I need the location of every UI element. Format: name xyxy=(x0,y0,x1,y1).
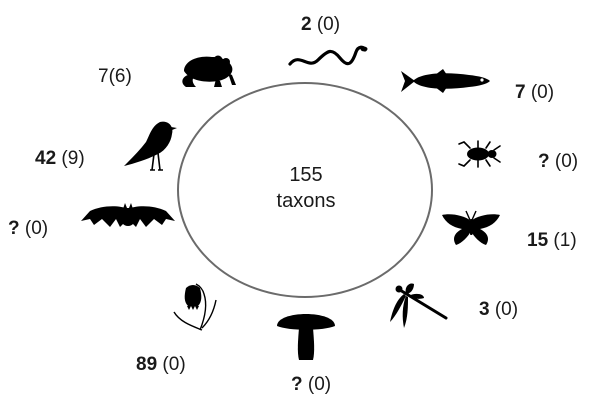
mushroom-icon xyxy=(275,304,337,364)
mushroom-label: ? (0) xyxy=(291,374,332,395)
fish-label: 7 (0) xyxy=(515,82,555,103)
dragonfly-label: 3 (0) xyxy=(479,299,519,320)
total-taxa-count: 155 xyxy=(289,164,323,186)
bat-icon xyxy=(80,203,176,233)
bat-label: ? (0) xyxy=(8,218,49,239)
flower-icon xyxy=(170,278,220,334)
total-taxa-label: taxons xyxy=(276,190,336,212)
fish-icon xyxy=(399,66,491,96)
bird-icon xyxy=(122,116,178,174)
dragonfly-icon xyxy=(388,282,450,332)
center-circle xyxy=(177,82,433,298)
beetle-label: ? (0) xyxy=(538,151,579,172)
flower-label: 89 (0) xyxy=(136,354,186,375)
frog-label: 7(6) xyxy=(98,66,132,87)
butterfly-icon xyxy=(440,209,502,249)
bird-label: 42 (9) xyxy=(35,148,85,169)
frog-icon xyxy=(178,51,236,89)
butterfly-label: 15 (1) xyxy=(527,230,577,251)
beetle-icon xyxy=(456,138,502,170)
snake-label: 2 (0) xyxy=(301,14,341,35)
snake-icon xyxy=(286,38,368,72)
